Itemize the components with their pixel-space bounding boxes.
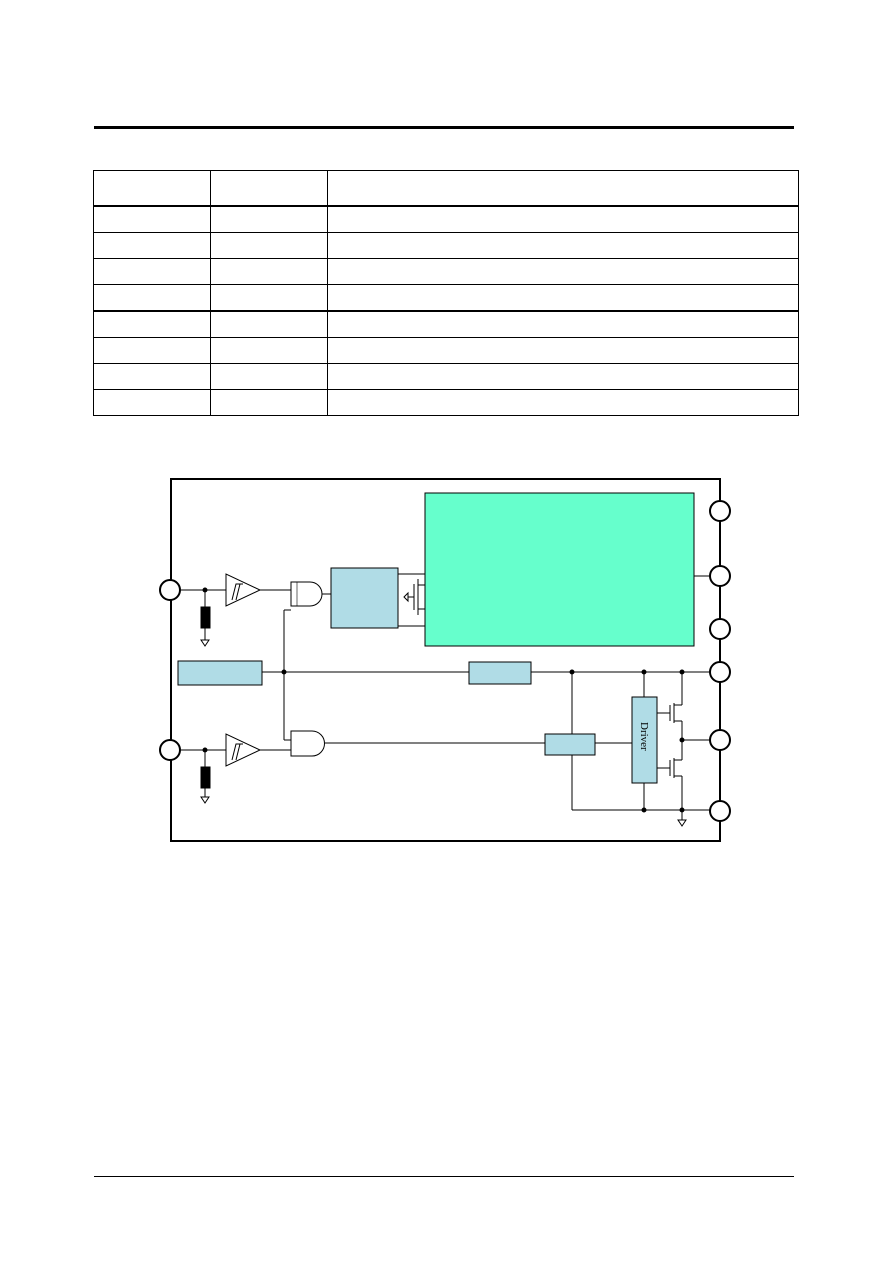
table-cell [210,284,328,312]
table-row [93,232,799,259]
table-row [93,337,799,364]
driver-block [631,696,658,784]
table-cell [210,389,328,416]
pin-description-table [93,170,799,416]
table-cell [93,284,211,312]
ground-icon [677,819,687,827]
and-gate-upper [290,581,323,607]
table-cell [210,232,328,259]
table-cell [210,310,328,338]
header-cell-pin-no [93,170,211,207]
table-cell [93,337,211,364]
table-cell [210,205,328,233]
ground-icon [200,639,210,647]
table-row [93,205,799,233]
ground-icon [200,796,210,804]
mosfet-icon [403,579,425,615]
output-transistor-high [657,700,683,740]
chip-outline [170,478,721,842]
table-row [93,284,799,312]
table-cell [327,258,799,285]
pin-right-4 [709,661,731,683]
table-header-row [93,170,799,207]
table-cell [210,258,328,285]
table-row [93,389,799,416]
table-cell [327,205,799,233]
pin-right-1 [709,500,731,522]
header-rule [94,126,794,129]
table-cell [327,284,799,312]
table-cell [327,232,799,259]
pin-right-2 [709,565,731,587]
table-cell [327,337,799,364]
and-gate-lower [290,730,325,757]
table-cell [93,389,211,416]
header-cell-description [327,170,799,207]
header-cell-pin-name [210,170,328,207]
pin-right-3 [709,618,731,640]
table-cell [93,232,211,259]
pin-right-5 [709,729,731,751]
pin-left-upper [159,579,181,601]
table-cell [210,363,328,390]
table-cell [93,363,211,390]
table-row [93,310,799,338]
table-cell [327,310,799,338]
pin-left-lower [159,739,181,761]
output-transistor-low [657,740,683,810]
table-cell [93,258,211,285]
reference-block [177,660,263,686]
regulator-block [468,661,532,685]
pulldown-resistor-upper [200,606,211,629]
table-cell [327,363,799,390]
table-row [93,363,799,390]
driver-label: Driver [638,722,650,751]
control-block [544,733,596,756]
table-cell [93,310,211,338]
pin-right-6 [709,800,731,822]
table-cell [210,337,328,364]
schmitt-buffer-lower [225,733,262,767]
main-logic-block [424,492,695,647]
pulldown-resistor-lower [200,766,211,789]
level-shift-block [330,567,399,629]
footer-rule [94,1176,794,1177]
table-cell [93,205,211,233]
table-row [93,258,799,285]
table-cell [327,389,799,416]
schmitt-buffer-upper [225,573,262,607]
